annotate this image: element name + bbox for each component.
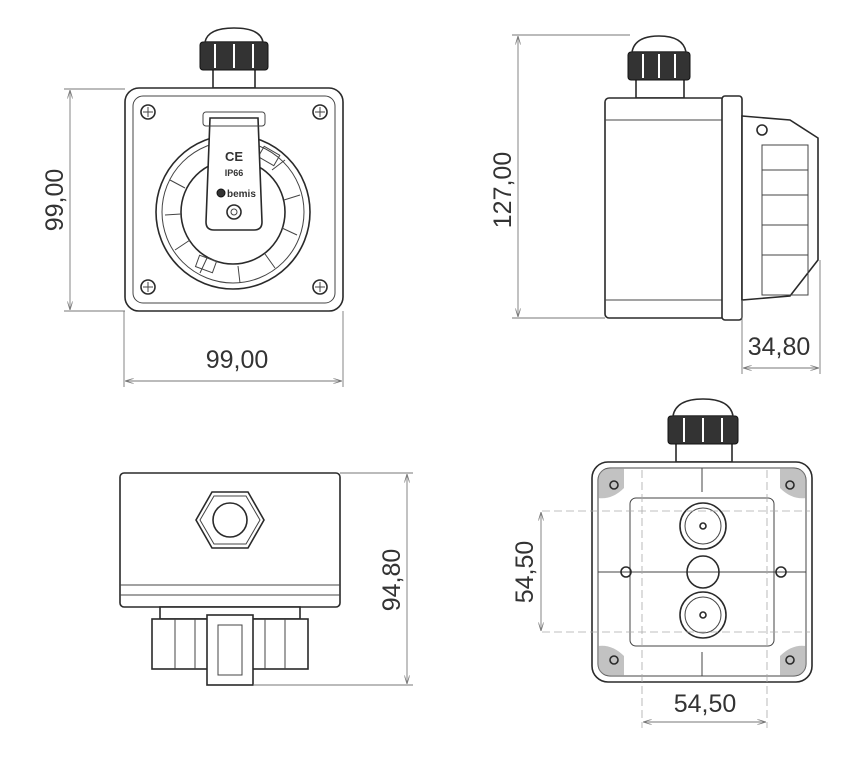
dimension-label: 99,00 xyxy=(41,169,69,232)
dimension-label: 127,00 xyxy=(489,152,517,228)
rear-view: 54,50 54,50 xyxy=(511,398,813,728)
socket-bottom xyxy=(151,606,309,686)
dimension-side-depth: 34,80 xyxy=(741,260,821,374)
front-view: CE IP66 bemis 99,00 99,00 xyxy=(41,27,344,387)
gland-nut xyxy=(195,491,265,549)
knockouts xyxy=(679,502,727,639)
centerlines xyxy=(542,470,810,728)
side-view: 127,00 34,80 xyxy=(489,34,821,374)
cable-gland xyxy=(627,35,691,99)
bottom-view: 94,80 xyxy=(119,472,413,686)
dimension-side-height: 127,00 xyxy=(489,34,630,319)
dimension-front-height: 99,00 xyxy=(41,88,125,312)
cable-gland xyxy=(667,398,739,463)
brand-logo: bemis xyxy=(227,189,256,200)
socket-lid: CE IP66 bemis xyxy=(202,111,266,231)
dimension-front-width: 99,00 xyxy=(123,311,344,387)
dimension-label: 34,80 xyxy=(748,333,811,361)
cable-gland xyxy=(199,27,269,89)
dimension-label: 99,00 xyxy=(206,346,269,374)
screws xyxy=(140,104,328,295)
enclosure-side xyxy=(604,97,726,319)
dimension-rear-vertical: 54,50 xyxy=(511,512,541,631)
ce-mark: CE xyxy=(225,149,243,164)
dimension-label: 54,50 xyxy=(511,541,539,604)
dimension-label: 54,50 xyxy=(674,690,737,718)
dimension-bottom-height: 94,80 xyxy=(253,472,413,686)
mounting-holes xyxy=(598,468,806,676)
dimension-label: 94,80 xyxy=(378,549,406,612)
ip-rating: IP66 xyxy=(225,168,244,178)
dimension-rear-horizontal: 54,50 xyxy=(643,690,766,722)
socket-side xyxy=(741,115,819,301)
